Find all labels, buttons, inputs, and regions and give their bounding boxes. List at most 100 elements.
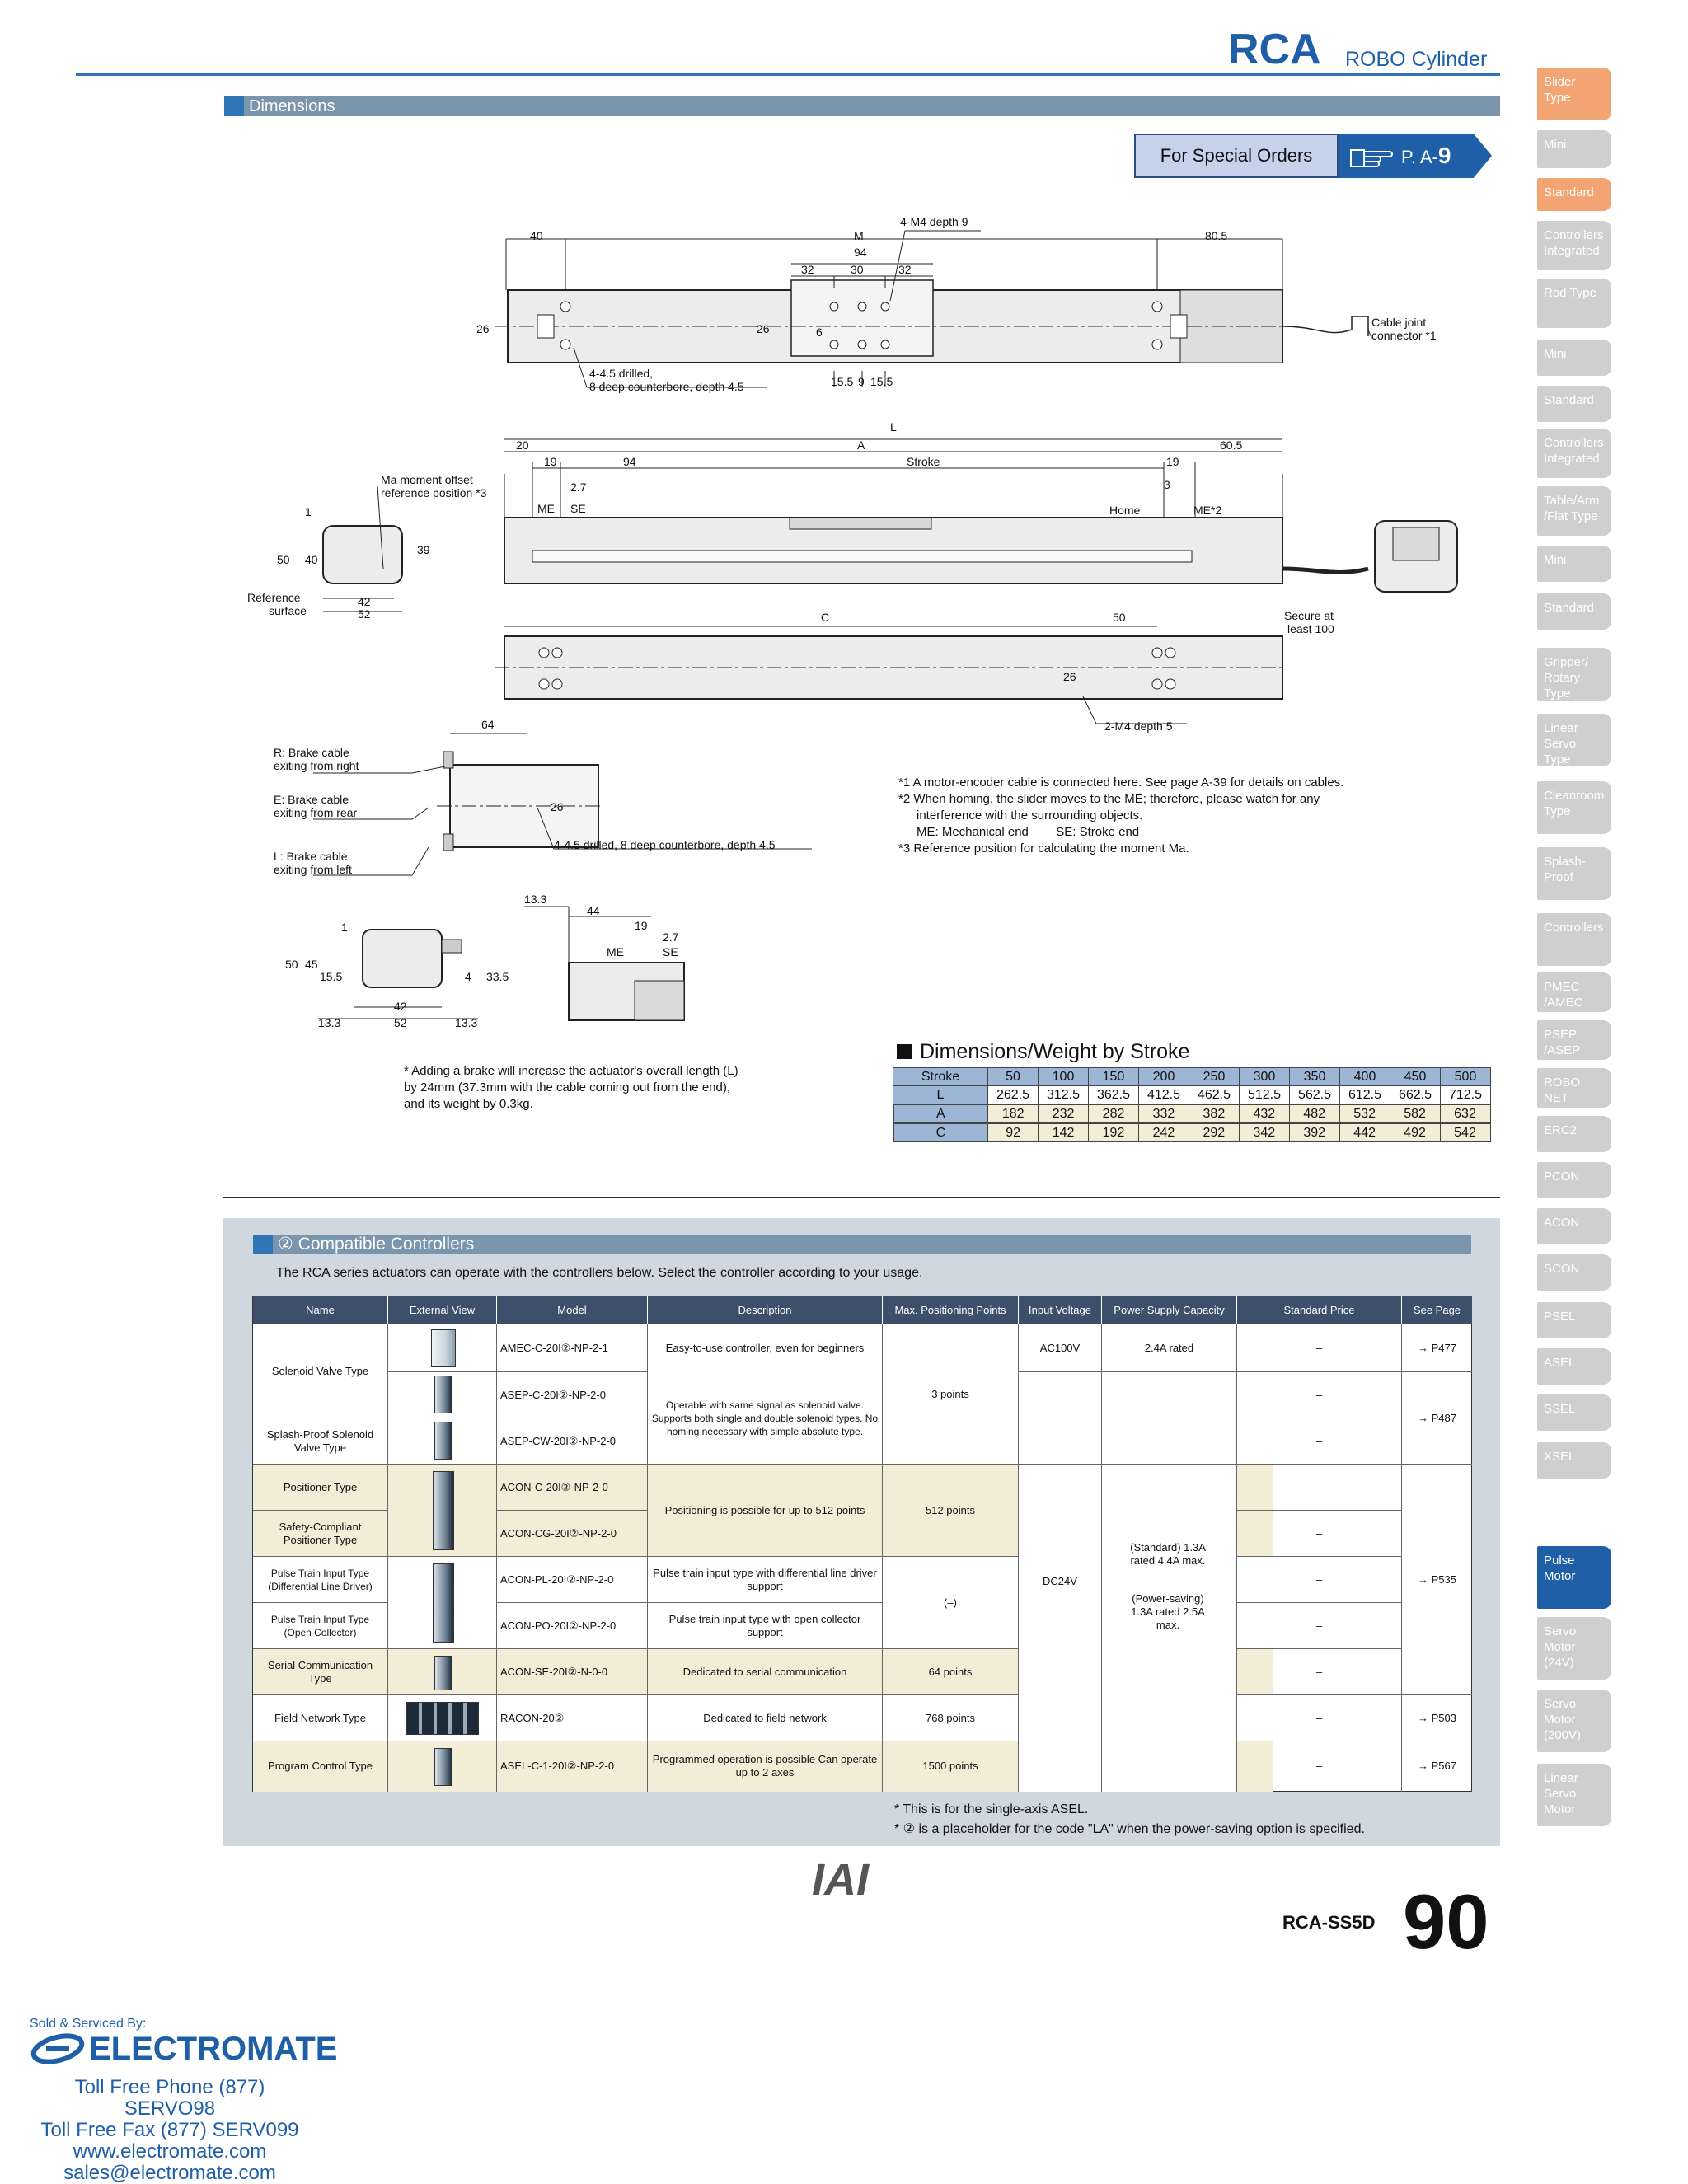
moment-label-2: reference position *3 xyxy=(381,486,487,499)
special-orders-label: For Special Orders xyxy=(1134,134,1339,178)
sidebar-tab[interactable]: PMEC /AMEC xyxy=(1537,972,1611,1012)
cell-value: 482 xyxy=(1288,1104,1340,1123)
cbore-label: 8 deep counterbore, depth 4.5 xyxy=(589,380,744,393)
asep-image xyxy=(434,1376,452,1413)
cell-value: 342 xyxy=(1238,1123,1290,1142)
ref-label-2: surface xyxy=(269,604,307,617)
cell-value: 192 xyxy=(1088,1123,1139,1142)
sidebar-tab[interactable]: Standard xyxy=(1537,178,1611,211)
sidebar-tab[interactable]: Servo Motor (200V) xyxy=(1537,1690,1611,1752)
stroke-value: 50 xyxy=(987,1067,1039,1086)
cell-value: 282 xyxy=(1088,1104,1139,1123)
email-link[interactable]: sales@electromate.com xyxy=(63,2162,276,2184)
desc-acon-se: Dedicated to serial communication xyxy=(682,1665,847,1678)
sidebar-tab[interactable]: ERC2 xyxy=(1537,1116,1611,1152)
sidebar-tab[interactable]: Controllers Integrated xyxy=(1537,429,1611,478)
sidebar-tab[interactable]: Table/Arm /Flat Type xyxy=(1537,486,1611,536)
sidebar-tab[interactable]: Controllers xyxy=(1537,913,1611,966)
col-external-view: External View xyxy=(388,1296,496,1324)
cell-value: 362.5 xyxy=(1088,1085,1139,1104)
cell-value: 262.5 xyxy=(987,1085,1039,1104)
sidebar-tab[interactable]: ROBO NET xyxy=(1537,1068,1611,1108)
sidebar-tab[interactable]: ASEL xyxy=(1537,1348,1611,1385)
cell-value: 142 xyxy=(1038,1123,1090,1142)
page-link-p535[interactable]: → P535 xyxy=(1418,1572,1456,1586)
col-standard-price: Standard Price xyxy=(1237,1296,1401,1324)
be-dim-13-3a: 13.3 xyxy=(318,1016,340,1029)
points-positioner: 512 points xyxy=(926,1503,975,1516)
col-description: Description xyxy=(648,1296,882,1324)
sidebar-tab[interactable]: SSEL xyxy=(1537,1394,1611,1431)
note-2: *2 When homing, the slider moves to the … xyxy=(898,792,1320,806)
sidebar-tab[interactable]: PSEP /ASEP xyxy=(1537,1020,1611,1060)
sidebar-tab[interactable]: Mini xyxy=(1537,546,1611,582)
be-dim-4: 4 xyxy=(465,970,471,983)
website-link[interactable]: www.electromate.com xyxy=(73,2140,267,2163)
be-dim-42: 42 xyxy=(394,1000,407,1013)
special-orders-page-prefix: P. A- xyxy=(1401,147,1438,167)
sidebar-tab[interactable]: Controllers Integrated xyxy=(1537,221,1611,270)
row-name-positioner: Positioner Type xyxy=(283,1480,358,1493)
brake-r-1: R: Brake cable xyxy=(274,746,349,759)
points-pulse: (–) xyxy=(944,1596,957,1609)
row-name-field: Field Network Type xyxy=(274,1711,367,1724)
sidebar-tab[interactable]: Splash-Proof xyxy=(1537,847,1611,900)
sidebar-tab[interactable]: SCON xyxy=(1537,1254,1611,1291)
row-label: A xyxy=(893,1104,989,1123)
sidebar-tab[interactable]: Servo Motor (24V) xyxy=(1537,1617,1611,1680)
moment-label-1: Ma moment offset xyxy=(381,473,473,486)
sidebar-tab[interactable]: PSEL xyxy=(1537,1302,1611,1338)
sidebar-tab[interactable]: Gripper/ Rotary Type xyxy=(1537,648,1611,701)
sidebar-tab[interactable]: ACON xyxy=(1537,1208,1611,1244)
page-link-p487[interactable]: → P487 xyxy=(1418,1411,1456,1424)
fax-text: Toll Free Fax (877) SERV099 xyxy=(40,2119,299,2141)
col-power-supply: Power Supply Capacity xyxy=(1102,1296,1236,1324)
cable-label: Cable joint xyxy=(1372,316,1426,329)
cell-value: 92 xyxy=(987,1123,1039,1142)
dimension-drawings: 40 M 94 32 30 32 80.5 4-M4 depth 9 26 26… xyxy=(247,215,1458,1029)
note-3: *3 Reference position for calculating th… xyxy=(898,841,1189,855)
sidebar-tab[interactable]: Cleanroom Type xyxy=(1537,781,1611,834)
sidebar-tab[interactable]: Standard xyxy=(1537,593,1611,630)
racon-image xyxy=(406,1702,479,1735)
cell-value: 662.5 xyxy=(1390,1085,1441,1104)
sidebar-tab[interactable]: Mini xyxy=(1537,130,1611,168)
sidebar-tab[interactable]: Rod Type xyxy=(1537,279,1611,328)
controllers-title: ② Compatible Controllers xyxy=(278,1235,475,1254)
sidebar-tab[interactable]: Pulse Motor xyxy=(1537,1546,1611,1609)
sidebar-tab[interactable]: XSEL xyxy=(1537,1442,1611,1479)
price-1: – xyxy=(1315,1342,1323,1354)
cell-value: 532 xyxy=(1339,1104,1390,1123)
price-4: – xyxy=(1315,1480,1323,1493)
page-link-p567[interactable]: → P567 xyxy=(1418,1760,1456,1772)
sidebar-tab[interactable]: Linear Servo Type xyxy=(1537,714,1611,766)
sidebar-tab[interactable]: Mini xyxy=(1537,340,1611,376)
model-asel: ASEL-C-1-20I②-NP-2-0 xyxy=(500,1760,615,1772)
cell-value: 632 xyxy=(1439,1104,1491,1123)
price-6: – xyxy=(1315,1572,1323,1586)
dim-94-side: 94 xyxy=(623,455,636,468)
sidebar-tab[interactable]: Linear Servo Motor xyxy=(1537,1764,1611,1826)
page-link-p477[interactable]: → P477 xyxy=(1418,1342,1456,1354)
cell-value: 712.5 xyxy=(1440,1085,1491,1104)
sidebar-tab[interactable]: Slider Type xyxy=(1537,68,1611,120)
bs-dim-44: 44 xyxy=(587,904,600,917)
me-label: ME xyxy=(537,502,555,515)
page-link-p503[interactable]: → P503 xyxy=(1418,1711,1456,1724)
secure-label-1: Secure at xyxy=(1284,609,1334,622)
side-view-drawing xyxy=(504,438,1369,584)
cell-value: 182 xyxy=(987,1104,1039,1123)
sidebar-tab[interactable]: Standard xyxy=(1537,386,1611,422)
special-orders-link[interactable]: P. A-9 xyxy=(1339,134,1492,178)
dim-stroke: Stroke xyxy=(907,455,940,468)
desc-acon-pl: Pulse train input type with differential… xyxy=(653,1566,877,1592)
col-name: Name xyxy=(253,1296,387,1324)
stroke-value: 300 xyxy=(1239,1067,1290,1086)
dim-20: 20 xyxy=(516,438,529,452)
sidebar-tab[interactable]: PCON xyxy=(1537,1162,1611,1198)
desc-asel: Programmed operation is possible Can ope… xyxy=(652,1753,878,1779)
controllers-table: Name External View Model Description Max… xyxy=(252,1296,1472,1792)
sold-by-label: Sold & Serviced By: xyxy=(30,2017,147,2031)
dim-table-title-text: Dimensions/Weight by Stroke xyxy=(920,1040,1190,1063)
